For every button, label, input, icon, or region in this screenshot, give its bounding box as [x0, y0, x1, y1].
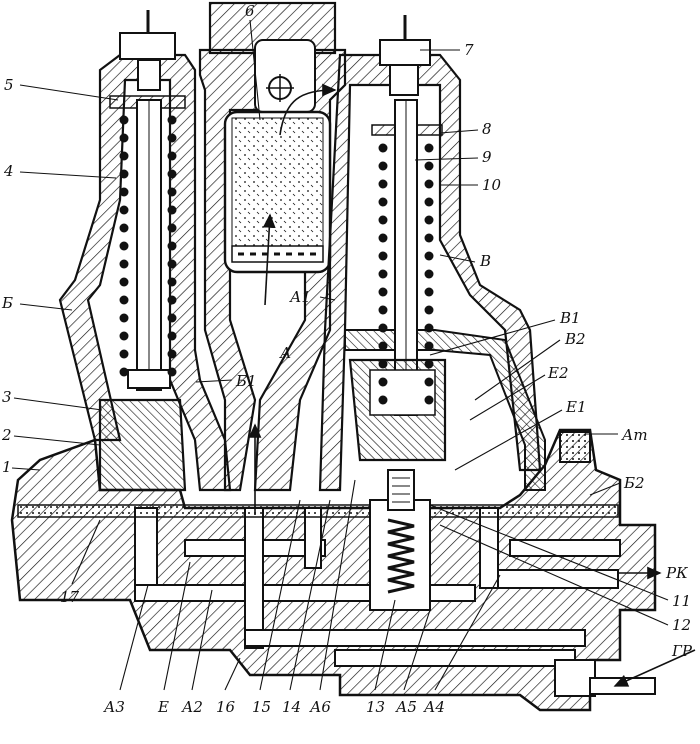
- gasket-strip: [17, 504, 619, 518]
- label-E1: Е1: [565, 398, 587, 416]
- label-16: 16: [216, 698, 236, 716]
- label-17: 17: [60, 588, 80, 606]
- label-10: 10: [482, 176, 502, 194]
- at-insert: [559, 431, 591, 463]
- label-B: Б: [1, 294, 13, 312]
- label-V2: В2: [564, 330, 586, 348]
- label-A2: А2: [181, 698, 203, 716]
- label-GR: ГР: [671, 642, 693, 660]
- callout-labels: 5 4 Б 3 2 1 6 7 8 9 10 В А1 А Б1 В1 В2 Е…: [1, 2, 693, 716]
- right-housing: [318, 53, 546, 492]
- label-A4: А4: [423, 698, 445, 716]
- label-E2: Е2: [547, 364, 569, 382]
- label-V: В: [479, 252, 491, 270]
- label-11: 11: [672, 592, 691, 610]
- label-4: 4: [3, 162, 14, 180]
- label-A6: А6: [309, 698, 331, 716]
- label-7: 7: [464, 41, 474, 59]
- left-spring: [119, 115, 177, 377]
- label-B1: Б1: [235, 372, 257, 390]
- left-valve-assembly: [98, 10, 187, 492]
- label-A5: А5: [395, 698, 417, 716]
- label-13: 13: [366, 698, 385, 716]
- label-3: 3: [2, 388, 12, 406]
- label-A: А: [279, 344, 291, 362]
- label-E: Е: [157, 698, 169, 716]
- label-1: 1: [2, 458, 12, 476]
- label-14: 14: [282, 698, 301, 716]
- label-A1: А1: [289, 288, 311, 306]
- label-At: Ат: [621, 426, 648, 444]
- label-15: 15: [252, 698, 271, 716]
- label-5: 5: [4, 76, 14, 94]
- label-RK: РК: [665, 564, 688, 582]
- label-2: 2: [1, 426, 12, 444]
- label-B2: Б2: [623, 474, 645, 492]
- right-spring: [378, 143, 434, 405]
- label-12: 12: [672, 616, 691, 634]
- label-8: 8: [482, 120, 492, 138]
- label-6: 6: [245, 2, 255, 20]
- flow-arrows: [248, 83, 696, 687]
- filter-element: [223, 110, 332, 274]
- right-valve-assembly: [348, 15, 447, 462]
- label-A3: А3: [103, 698, 125, 716]
- leader-lines: [11, 19, 669, 691]
- label-V1: В1: [559, 309, 581, 327]
- label-9: 9: [482, 148, 492, 166]
- internal-channels: [134, 507, 656, 697]
- check-valve-13: [369, 469, 431, 611]
